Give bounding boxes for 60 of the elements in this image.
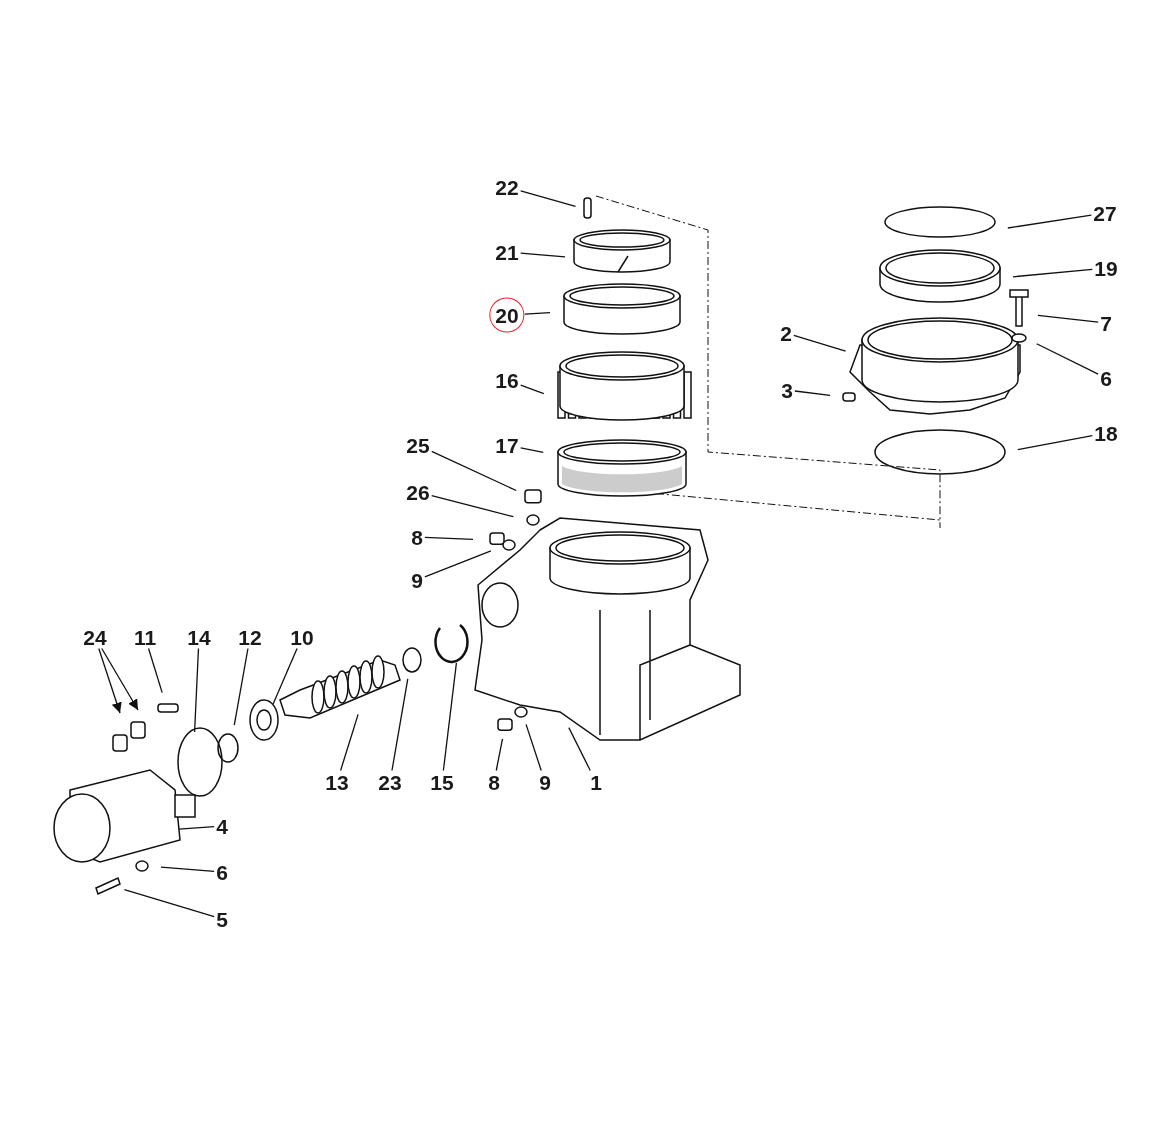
callout-number: 24 bbox=[81, 625, 109, 649]
callout-number: 10 bbox=[288, 625, 316, 649]
callout-number: 12 bbox=[236, 625, 264, 649]
leader-line bbox=[793, 334, 847, 352]
callout-number: 6 bbox=[1098, 366, 1114, 390]
leader-line bbox=[1007, 214, 1092, 229]
leader-line bbox=[520, 252, 566, 258]
callout-number: 23 bbox=[376, 770, 404, 794]
leader-line bbox=[101, 647, 139, 711]
leader-line bbox=[424, 536, 474, 541]
callout-number: 2 bbox=[778, 321, 794, 345]
leader-line bbox=[147, 647, 163, 694]
leader-line bbox=[431, 494, 515, 518]
leader-line bbox=[520, 384, 545, 395]
callout-number: 4 bbox=[214, 814, 230, 838]
leader-line bbox=[495, 738, 504, 772]
leader-line bbox=[1036, 343, 1099, 375]
callout-number: 27 bbox=[1091, 201, 1119, 225]
leader-line bbox=[1017, 434, 1093, 451]
leader-line bbox=[98, 647, 122, 714]
callout-number: 18 bbox=[1092, 421, 1120, 445]
callout-number: 9 bbox=[409, 568, 425, 592]
callout-number: 19 bbox=[1092, 256, 1120, 280]
callout-number: 9 bbox=[537, 770, 553, 794]
leader-line bbox=[431, 450, 517, 492]
leader-line bbox=[525, 723, 542, 772]
callout-number: 14 bbox=[185, 625, 213, 649]
leader-line bbox=[524, 312, 551, 315]
leader-line bbox=[520, 190, 577, 208]
leader-line bbox=[442, 662, 458, 772]
callout-number: 15 bbox=[428, 770, 456, 794]
callout-number: 21 bbox=[493, 240, 521, 264]
leader-line bbox=[233, 647, 249, 726]
callout-number: 26 bbox=[404, 480, 432, 504]
callout-number: 8 bbox=[486, 770, 502, 794]
callout-number: 7 bbox=[1098, 311, 1114, 335]
leader-line bbox=[1037, 314, 1099, 323]
leader-line bbox=[272, 647, 298, 705]
leader-line bbox=[160, 866, 215, 872]
leader-line bbox=[391, 678, 409, 772]
leader-line bbox=[123, 889, 215, 918]
leader-line bbox=[193, 647, 200, 733]
callout-number: 6 bbox=[214, 860, 230, 884]
leader-line bbox=[178, 825, 215, 830]
leader-line bbox=[520, 447, 544, 454]
leader-line bbox=[1012, 268, 1093, 278]
leader-line bbox=[339, 713, 359, 772]
callout-number: 5 bbox=[214, 907, 230, 931]
leader-line bbox=[794, 390, 831, 397]
callout-number: 3 bbox=[779, 378, 795, 402]
callout-number: 22 bbox=[493, 175, 521, 199]
callout-number: 16 bbox=[493, 368, 521, 392]
callout-number: 17 bbox=[493, 433, 521, 457]
leader-line bbox=[424, 550, 492, 578]
leader-line bbox=[568, 727, 591, 772]
callout-number: 1 bbox=[588, 770, 604, 794]
callout-number: 13 bbox=[323, 770, 351, 794]
callout-number: 25 bbox=[404, 433, 432, 457]
callout-number: 11 bbox=[131, 625, 159, 649]
callout-number: 8 bbox=[409, 525, 425, 549]
